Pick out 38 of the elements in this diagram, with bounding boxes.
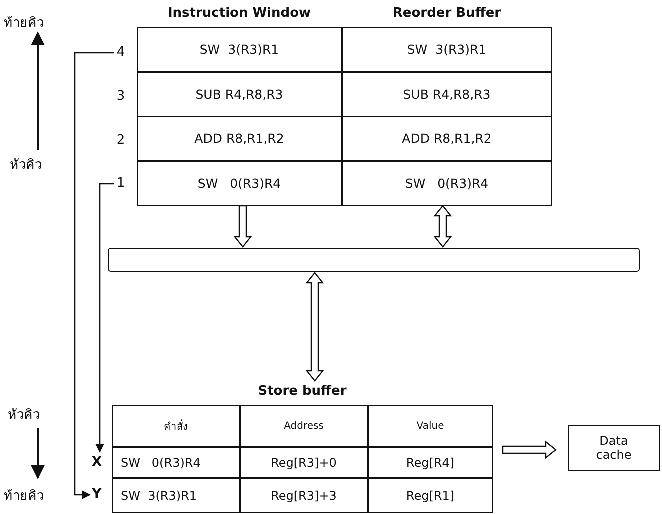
- queue-label: ท้ายคิว: [4, 488, 44, 506]
- table-cell: Reg[R1]: [368, 478, 493, 513]
- queue-label: ท้ายคิว: [4, 15, 44, 33]
- data-cache-box: Data cache: [568, 425, 660, 471]
- row-number: 2: [116, 132, 126, 150]
- arrow: [74, 52, 114, 500]
- queue-label: หัวคิว: [10, 157, 42, 175]
- row-letter: X: [90, 453, 104, 473]
- table-cell: SW 0(R3)R4: [112, 447, 240, 478]
- bus-bar: [108, 248, 640, 272]
- table-row: SW 0(R3)R4: [137, 160, 342, 206]
- table-row: SW 3(R3)R1: [342, 27, 552, 72]
- table-heading: Store buffer: [257, 384, 348, 399]
- table-cell: Reg[R3]+3: [240, 478, 368, 513]
- row-letter: Y: [90, 485, 104, 505]
- hollow-arrow: [502, 440, 557, 460]
- table-row: ADD R8,R1,R2: [137, 116, 342, 161]
- table-row: SUB R4,R8,R3: [137, 72, 342, 116]
- arrow: [95, 183, 114, 453]
- table-row: ADD R8,R1,R2: [342, 116, 552, 161]
- queue-label: หัวคิว: [8, 407, 40, 425]
- table-heading: Instruction Window: [166, 6, 312, 21]
- table-row: SW 0(R3)R4: [342, 160, 552, 206]
- row-number: 1: [114, 174, 128, 194]
- hollow-arrow: [306, 272, 324, 382]
- header-cell: Value: [368, 405, 493, 447]
- header-cell: คำสั่ง: [112, 405, 240, 447]
- row-number: 3: [116, 88, 126, 106]
- hollow-arrow: [434, 205, 452, 248]
- hollow-arrow: [234, 205, 252, 248]
- table-cell: Reg[R3]+0: [240, 447, 368, 478]
- table-cell: Reg[R4]: [368, 447, 493, 478]
- row-number: 4: [114, 43, 128, 63]
- table-row: SW 3(R3)R1: [137, 27, 342, 72]
- header-cell: Address: [240, 405, 368, 447]
- table-row: SUB R4,R8,R3: [342, 72, 552, 116]
- table-cell: SW 3(R3)R1: [112, 478, 240, 513]
- table-heading: Reorder Buffer: [392, 6, 502, 21]
